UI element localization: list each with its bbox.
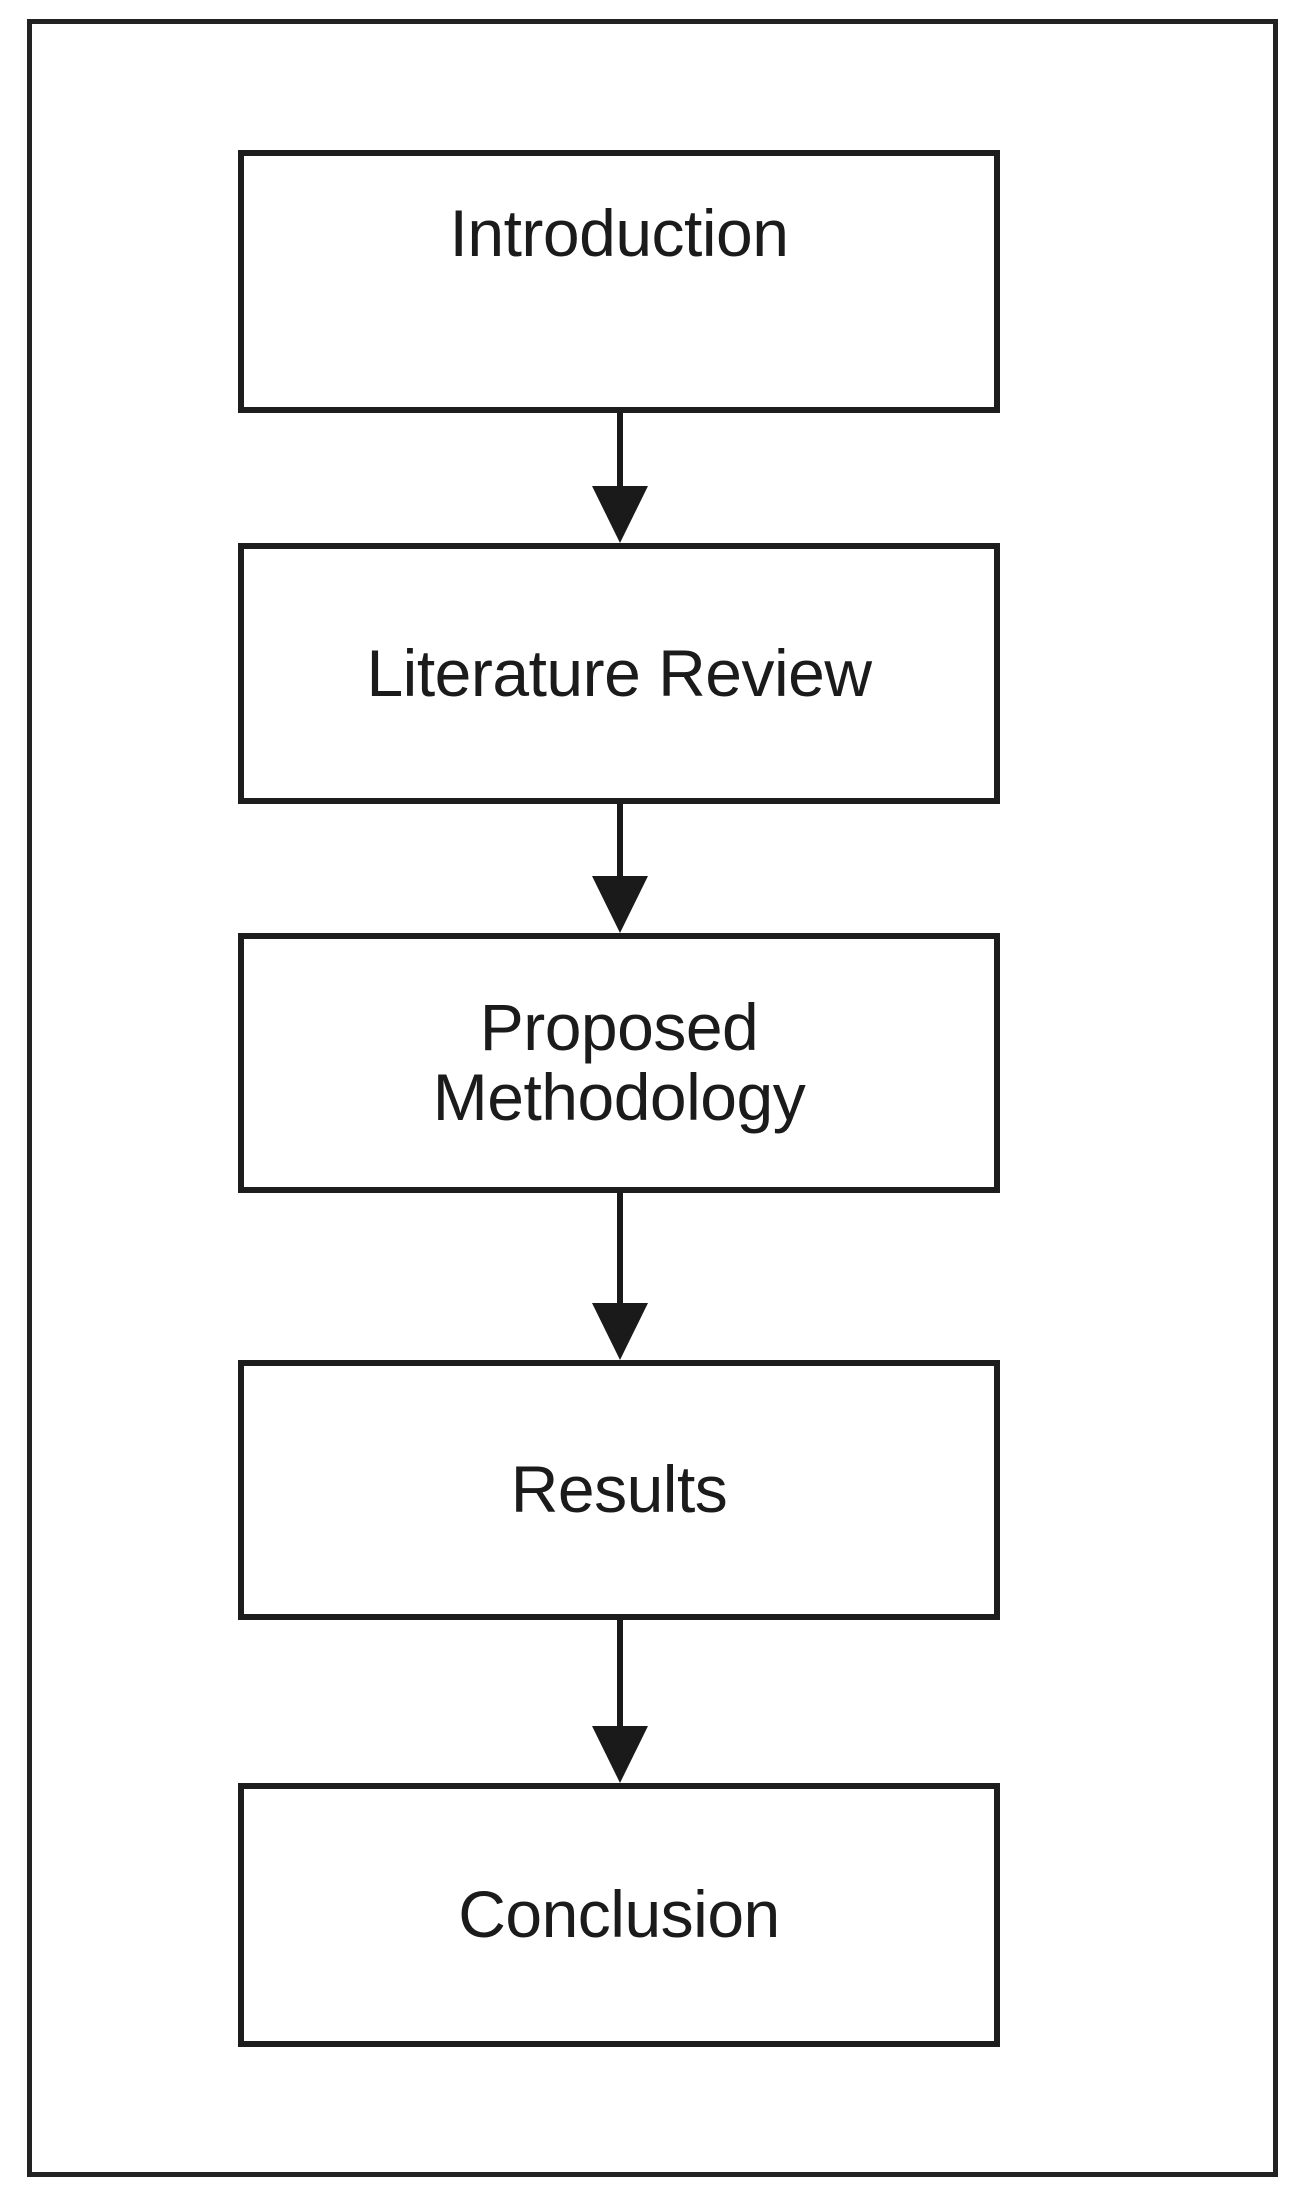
flowchart-node-proposed-methodology[interactable]: Proposed Methodology: [238, 933, 1000, 1193]
outer-border: [27, 19, 1278, 2177]
flowchart-edge-introduction-to-literature-review: [0, 413, 1306, 543]
flowchart-node-literature-review[interactable]: Literature Review: [238, 543, 1000, 804]
flowchart-node-introduction[interactable]: Introduction: [238, 150, 1000, 413]
flowchart-node-label: Proposed Methodology: [432, 990, 806, 1134]
down-arrow-icon: [592, 486, 648, 543]
flowchart-node-label: Literature Review: [366, 635, 872, 710]
flowchart-node-label: Results: [510, 1452, 728, 1527]
down-arrow-icon: [592, 876, 648, 933]
down-arrow-icon: [592, 1726, 648, 1783]
flowchart-node-label: Introduction: [449, 195, 789, 270]
flowchart-edge-proposed-methodology-to-results: [0, 1193, 1306, 1360]
flowchart-edge-literature-review-to-proposed-methodology: [0, 804, 1306, 933]
flowchart-node-conclusion[interactable]: Conclusion: [238, 1783, 1000, 2047]
flowchart-edge-results-to-conclusion: [0, 1620, 1306, 1783]
flowchart-node-label: Conclusion: [458, 1877, 780, 1952]
down-arrow-icon: [592, 1303, 648, 1360]
flowchart-node-results[interactable]: Results: [238, 1360, 1000, 1620]
